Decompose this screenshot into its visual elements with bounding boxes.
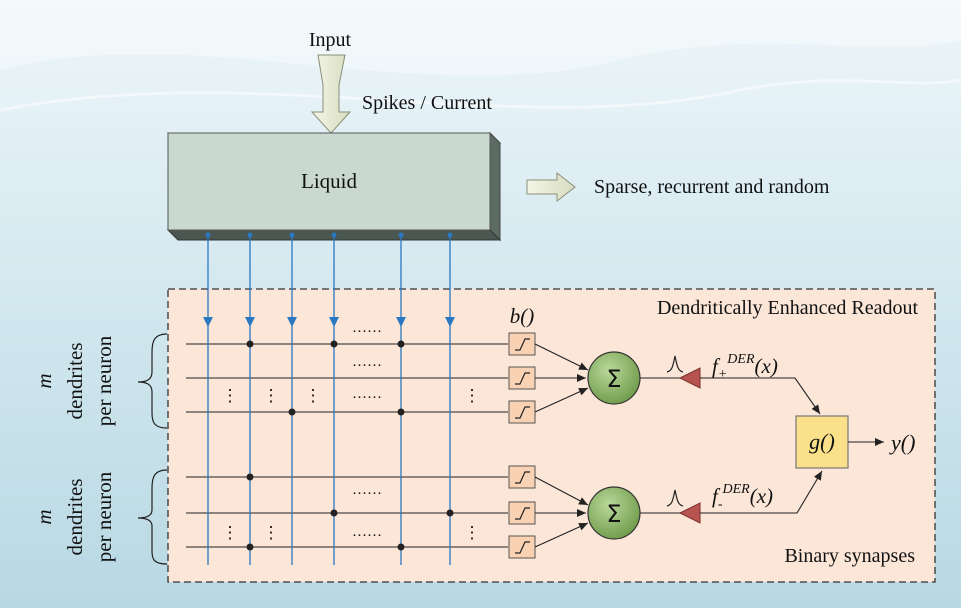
nonlinearity-boxes <box>508 332 536 559</box>
brace-upper <box>137 333 168 429</box>
sum-symbol-upper: Σ <box>606 365 621 393</box>
ellipsis-h-2: …… <box>352 354 382 370</box>
ellipsis-h-3: …… <box>352 386 382 402</box>
spikes-current-label: Spikes / Current <box>362 92 492 114</box>
ellipsis-v-6: ⋮ <box>263 523 280 542</box>
b-function-label: b() <box>510 304 535 328</box>
f-plus-label: f+DER(x) <box>712 352 778 382</box>
synapse-dots <box>246 340 454 551</box>
g-function-box <box>795 415 849 469</box>
ellipsis-h-4: …… <box>352 482 382 498</box>
path-to-g-lower <box>700 470 823 514</box>
g-function-label: g() <box>809 429 835 454</box>
ellipsis-v-2: ⋮ <box>263 386 280 405</box>
ellipsis-h-1: …… <box>352 320 382 336</box>
path-to-g-upper <box>700 377 821 415</box>
readout-title: Dendritically Enhanced Readout <box>657 297 918 319</box>
dendrites-label-upper: dendrites <box>63 343 87 420</box>
ellipsis-v-7: ⋮ <box>464 523 481 542</box>
wire-arrowheads <box>203 317 455 327</box>
spike-glyph-upper <box>666 355 684 373</box>
dendrites-label-lower: dendrites <box>63 479 87 556</box>
background-swoosh-2 <box>0 78 961 112</box>
liquid-output-wires <box>207 235 451 565</box>
liquid-note: Sparse, recurrent and random <box>594 176 830 198</box>
per-neuron-label-lower: per neuron <box>92 471 116 562</box>
ellipsis-v-1: ⋮ <box>222 386 239 405</box>
y-output-label: y() <box>889 430 915 455</box>
liquid-box-side <box>489 131 501 242</box>
brace-lower <box>137 469 168 565</box>
sum-symbol-lower: Σ <box>606 500 621 528</box>
sum-input-arrows <box>534 343 589 548</box>
ellipsis-v-4: ⋮ <box>464 386 481 405</box>
liquid-box <box>167 132 491 231</box>
ellipsis-v-3: ⋮ <box>305 386 322 405</box>
binary-synapses-label: Binary synapses <box>784 545 915 567</box>
input-label: Input <box>309 29 352 51</box>
ellipsis-v-5: ⋮ <box>222 523 239 542</box>
f-minus-label: f-DER(x) <box>712 482 773 512</box>
dendrite-lines <box>186 343 508 548</box>
background-swoosh <box>0 0 961 76</box>
m-label-upper: m <box>32 373 56 388</box>
liquid-label: Liquid <box>301 169 357 193</box>
spike-glyph-lower <box>666 489 684 507</box>
ellipsis-h-5: …… <box>352 524 382 540</box>
note-arrow <box>526 171 576 203</box>
per-neuron-label-upper: per neuron <box>92 335 116 426</box>
m-label-lower: m <box>32 509 56 524</box>
input-arrow <box>310 54 352 134</box>
wire-source-dots <box>205 232 453 238</box>
